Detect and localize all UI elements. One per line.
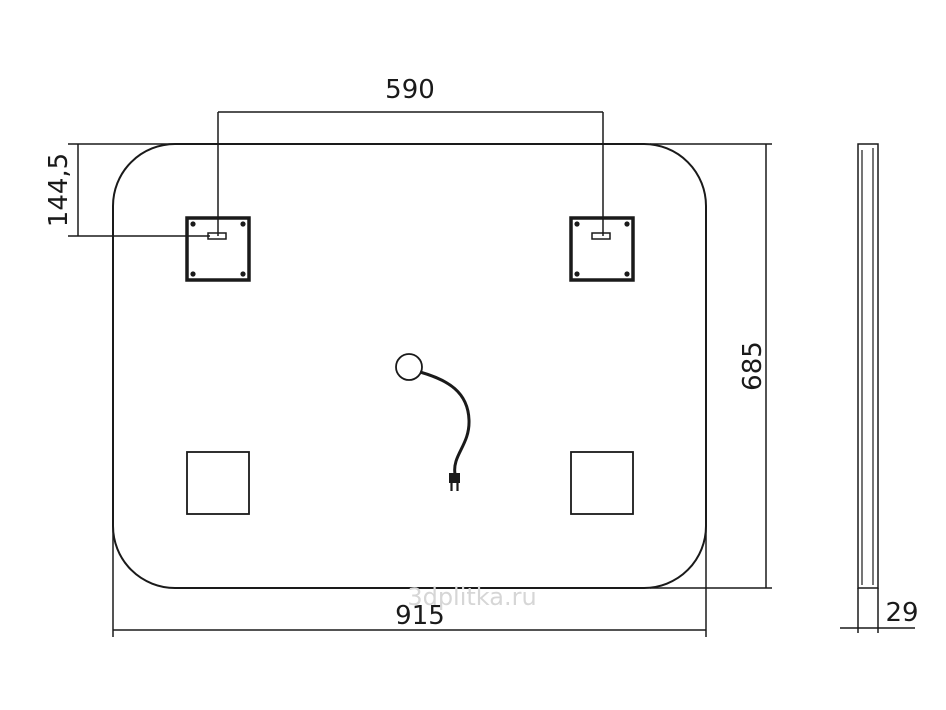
bottom-pad-right (570, 451, 634, 515)
mirror-outline (112, 143, 707, 589)
watermark: 3dplitka.ru (407, 583, 536, 611)
sensor-switch-icon (395, 353, 423, 381)
dimension-label-685: 685 (738, 341, 768, 391)
bottom-pad-left (186, 451, 250, 515)
dimension-label-144-5: 144,5 (44, 153, 74, 227)
dimension-top-offset: 144,5 (44, 143, 210, 237)
dimension-bracket-spacing: 590 (217, 75, 604, 236)
power-plug-icon (449, 473, 460, 491)
dimension-label-590: 590 (385, 75, 435, 105)
dimension-height: 685 (650, 143, 772, 589)
dimension-label-915: 915 (395, 601, 445, 631)
dimension-width: 915 (112, 520, 707, 637)
dimension-label-29: 29 (885, 598, 918, 628)
mirror-side-view: 29 (840, 143, 919, 633)
power-cord (419, 370, 471, 475)
mounting-bracket-right (569, 216, 635, 282)
